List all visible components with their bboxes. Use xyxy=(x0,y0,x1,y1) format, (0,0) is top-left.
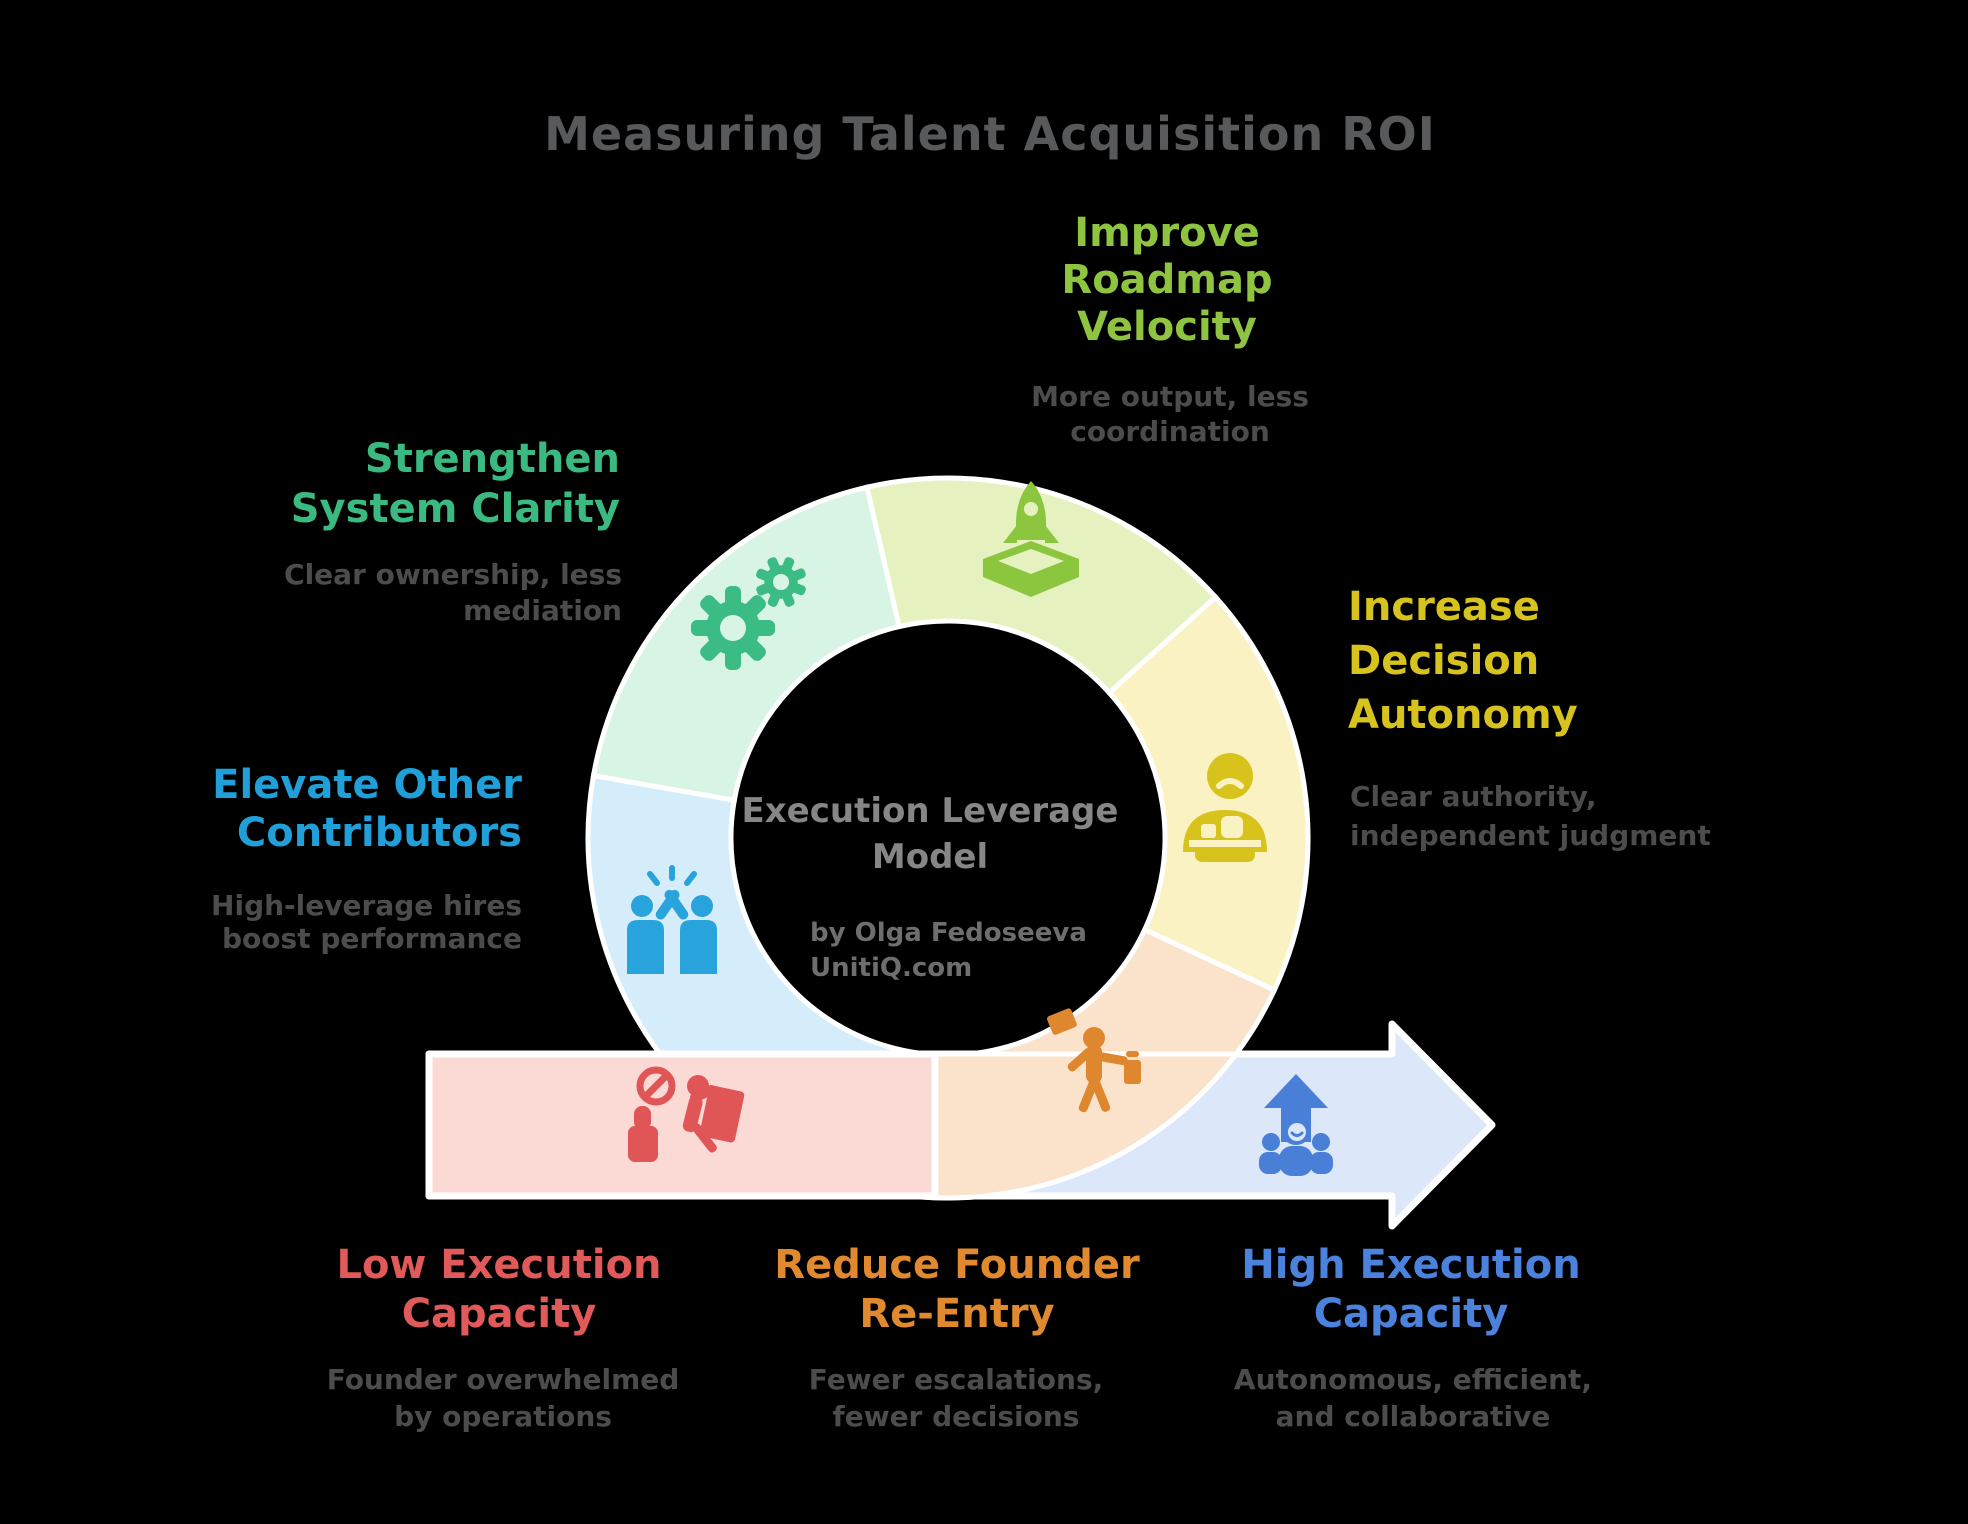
increase-sub1: Clear authority, xyxy=(1350,780,1596,813)
strengthen-sub2: mediation xyxy=(463,594,622,627)
center-byline-site: UnitiQ.com xyxy=(810,953,972,983)
label-reduce-founder-re-entry: Reduce Founder Re-Entry Fewer escalation… xyxy=(774,1242,1140,1433)
label-increase-decision-autonomy: Increase Decision Autonomy Clear authori… xyxy=(1348,584,1711,852)
center-byline-author: by Olga Fedoseeva xyxy=(810,918,1087,948)
low-line2: Capacity xyxy=(402,1291,597,1337)
high-line2: Capacity xyxy=(1314,1291,1509,1337)
team-up-arrow-icon xyxy=(1259,1074,1333,1176)
reduce-sub1: Fewer escalations, xyxy=(809,1363,1104,1396)
improve-line3: Velocity xyxy=(1077,304,1257,350)
elevate-line2: Contributors xyxy=(237,810,522,856)
segment-increase-decision-autonomy xyxy=(1105,593,1311,994)
reduce-line2: Re-Entry xyxy=(859,1291,1054,1337)
label-elevate-other-contributors: Elevate Other Contributors High-leverage… xyxy=(211,762,522,955)
rocket-launch-icon xyxy=(983,481,1079,597)
strengthen-line1: Strengthen xyxy=(365,436,620,482)
strengthen-line2: System Clarity xyxy=(291,486,620,532)
gears-icon xyxy=(691,557,806,670)
decision-person-icon xyxy=(1183,753,1267,862)
increase-line3: Autonomy xyxy=(1348,692,1578,738)
improve-sub1: More output, less xyxy=(1031,380,1309,413)
improve-line2: Roadmap xyxy=(1061,257,1272,303)
label-low-execution-capacity: Low Execution Capacity Founder overwhelm… xyxy=(327,1242,680,1433)
label-improve-roadmap-velocity: Improve Roadmap Velocity More output, le… xyxy=(1031,210,1309,448)
reduce-line1: Reduce Founder xyxy=(774,1242,1140,1288)
strengthen-sub1: Clear ownership, less xyxy=(284,558,622,591)
carrying-tasks-icon xyxy=(1047,1008,1141,1113)
improve-sub2: coordination xyxy=(1070,415,1270,448)
center-label: Execution Leverage Model by Olga Fedosee… xyxy=(742,791,1119,983)
high-five-icon xyxy=(627,865,717,974)
center-title-line2: Model xyxy=(872,837,988,877)
elevate-sub1: High-leverage hires xyxy=(211,889,522,922)
improve-line1: Improve xyxy=(1074,210,1260,256)
increase-sub2: independent judgment xyxy=(1350,819,1711,852)
high-sub2: and collaborative xyxy=(1276,1400,1551,1433)
low-sub2: by operations xyxy=(394,1400,612,1433)
increase-line2: Decision xyxy=(1348,638,1539,684)
low-sub1: Founder overwhelmed xyxy=(327,1363,680,1396)
overwhelmed-founder-icon xyxy=(628,1066,745,1162)
low-execution-capacity-block xyxy=(425,1050,939,1200)
high-line1: High Execution xyxy=(1241,1242,1580,1288)
reduce-sub2: fewer decisions xyxy=(833,1400,1080,1433)
high-sub1: Autonomous, efficient, xyxy=(1234,1363,1592,1396)
elevate-sub2: boost performance xyxy=(222,922,522,955)
increase-line1: Increase xyxy=(1348,584,1540,630)
center-title-line1: Execution Leverage xyxy=(742,791,1119,831)
label-strengthen-system-clarity: Strengthen System Clarity Clear ownershi… xyxy=(284,436,622,627)
label-high-execution-capacity: High Execution Capacity Autonomous, effi… xyxy=(1234,1242,1592,1433)
low-line1: Low Execution xyxy=(336,1242,661,1288)
elevate-line1: Elevate Other xyxy=(212,762,522,808)
page-title: Measuring Talent Acquisition ROI xyxy=(544,107,1436,161)
